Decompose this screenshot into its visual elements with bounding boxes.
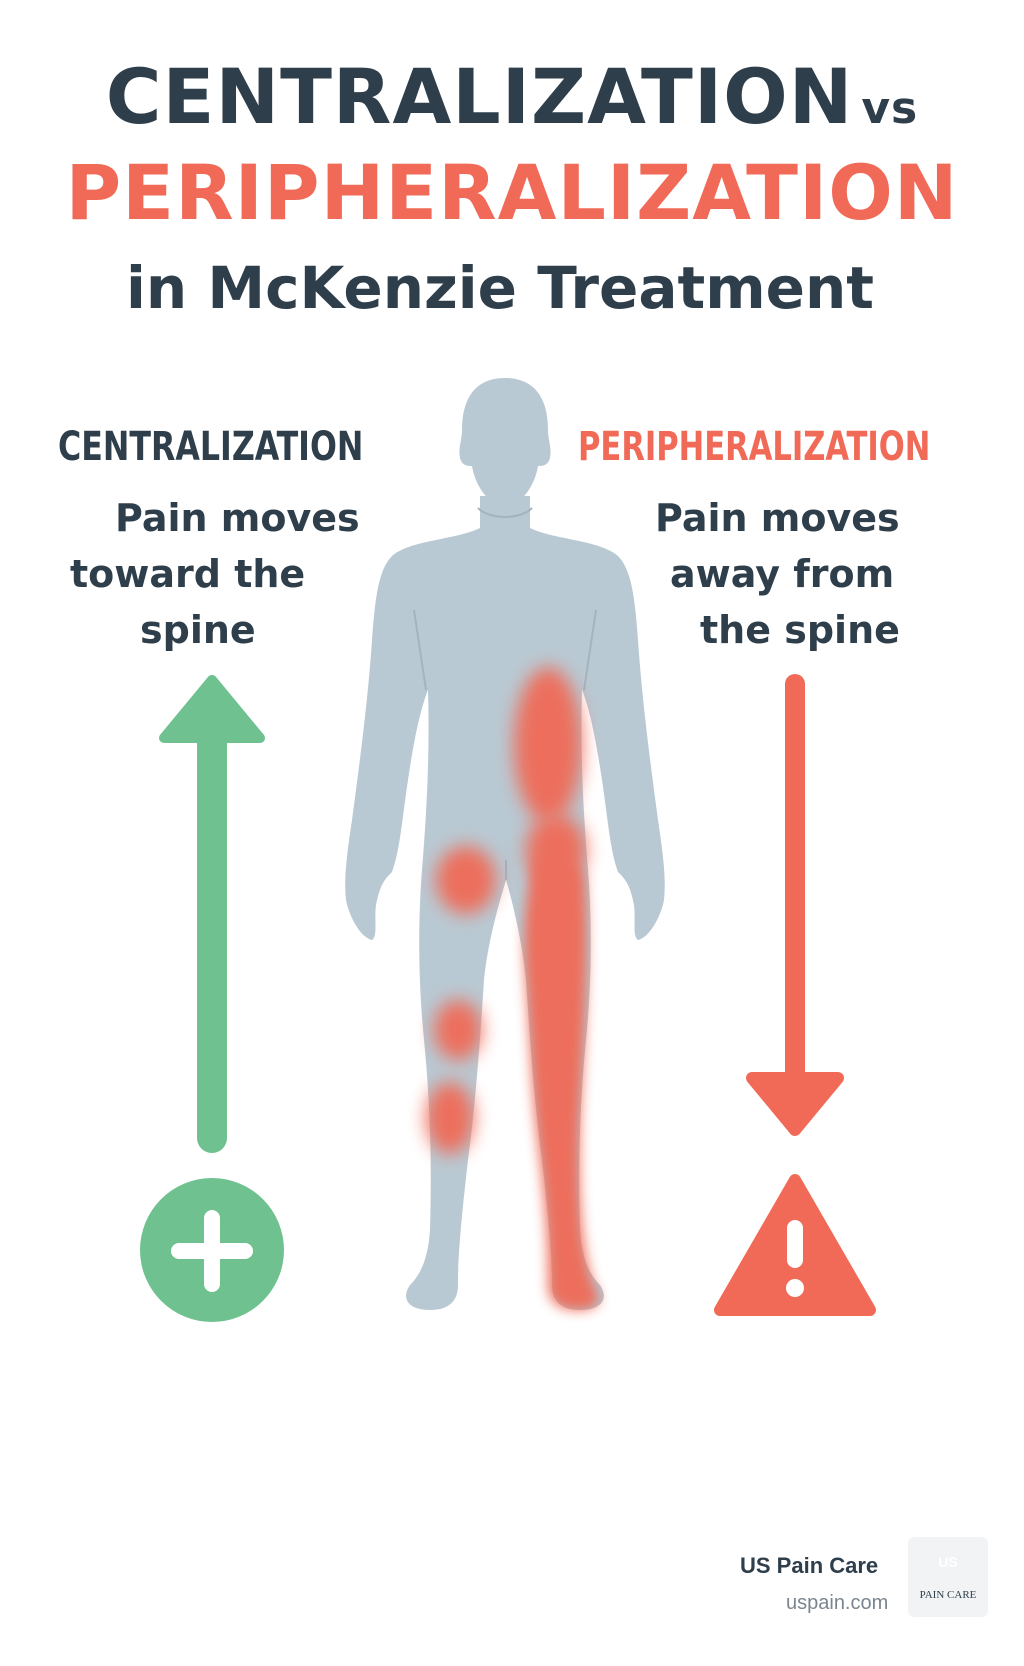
desc-line: the spine xyxy=(700,608,900,652)
desc-line: Pain moves xyxy=(655,496,900,540)
logo-initials: US xyxy=(938,1554,958,1570)
title-peripheralization: PERIPHERALIZATION xyxy=(65,148,959,237)
logo-text: PAIN CARE xyxy=(919,1589,977,1601)
plus-circle-icon xyxy=(140,1178,284,1322)
desc-line: toward the xyxy=(70,552,306,596)
arrow-down-icon xyxy=(746,674,844,1136)
centralization-description: Pain moves toward the spine xyxy=(60,490,390,658)
peripheralization-heading: PERIPHERALIZATION xyxy=(578,424,931,470)
human-body-figure xyxy=(345,378,665,1310)
pain-areas xyxy=(426,667,599,1311)
title-subtitle: in McKenzie Treatment xyxy=(126,254,874,322)
desc-line: away from xyxy=(670,552,895,596)
title-centralization: CENTRALIZATION xyxy=(105,52,854,141)
brand-url[interactable]: uspain.com xyxy=(786,1592,889,1614)
brand-logo: US PAIN CARE xyxy=(908,1537,988,1617)
desc-line: spine xyxy=(140,608,256,652)
arrow-up-icon xyxy=(159,675,265,1153)
desc-line: Pain moves xyxy=(115,496,360,540)
centralization-heading: CENTRALIZATION xyxy=(58,424,364,470)
warning-triangle-icon xyxy=(714,1174,876,1316)
title-vs: vs xyxy=(861,83,919,134)
brand-name: US Pain Care xyxy=(740,1553,879,1578)
peripheralization-description: Pain moves away from the spine xyxy=(640,490,940,658)
